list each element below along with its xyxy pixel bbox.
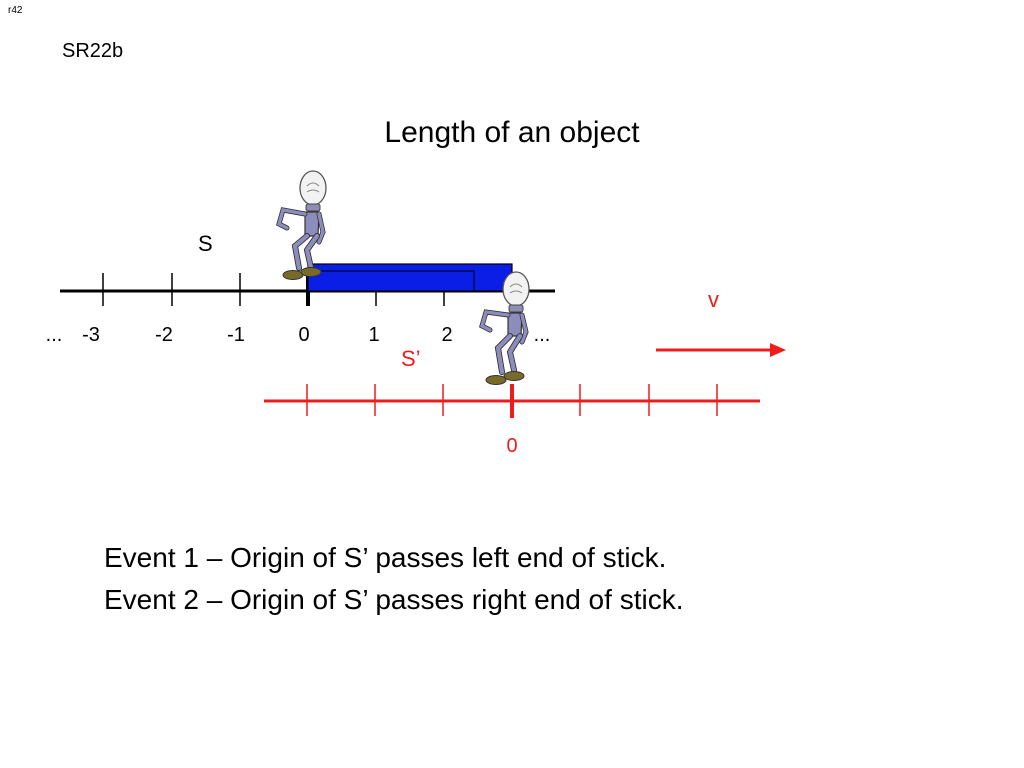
s-frame-label: S (198, 231, 213, 256)
event-descriptions: Event 1 – Origin of S’ passes left end o… (104, 537, 683, 621)
s-prime-origin-label: 0 (506, 435, 517, 457)
s-tick-label: -2 (155, 324, 173, 346)
s-tick-label: -1 (227, 324, 245, 346)
s-tick-label: 1 (368, 324, 379, 346)
stick (307, 263, 513, 292)
velocity-arrow-icon (656, 343, 786, 357)
s-tick-label: -3 (82, 324, 100, 346)
slide-id: r42 (8, 5, 23, 16)
s-tick-labels: ... -3 -2 -1 0 1 2 ... (46, 324, 551, 346)
stick-overlap-outline (307, 270, 475, 292)
s-tick-label: 0 (298, 324, 309, 346)
s-tick-label: ... (534, 324, 551, 346)
slide-title: Length of an object (384, 116, 640, 149)
event-1-text: Event 1 – Origin of S’ passes left end o… (104, 542, 667, 573)
observer-s-prime-icon (479, 271, 530, 385)
observer-s-icon (276, 170, 327, 280)
s-prime-frame-axis (264, 384, 760, 418)
slide-code: SR22b (62, 40, 124, 62)
event-2-text: Event 2 – Origin of S’ passes right end … (104, 584, 684, 615)
s-tick-label: ... (46, 324, 63, 346)
s-prime-frame-label: S’ (401, 346, 421, 371)
s-tick-label: 2 (441, 324, 452, 346)
velocity-label: v (708, 287, 719, 312)
